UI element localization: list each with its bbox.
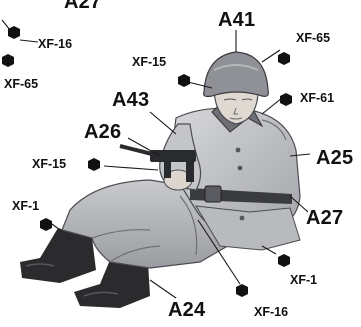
submachine-gun <box>119 144 196 182</box>
part-label-a27-top: A27 <box>64 0 102 13</box>
paint-marker <box>8 26 20 39</box>
paint-marker <box>236 284 248 297</box>
paint-code-xf65-right: XF-65 <box>296 31 331 45</box>
part-label-a24: A24 <box>168 299 206 321</box>
paint-marker <box>40 218 52 231</box>
leader-lines <box>1 19 311 299</box>
paint-marker <box>178 74 190 87</box>
paint-code-xf1-right: XF-1 <box>290 273 318 287</box>
paint-marker <box>278 52 290 65</box>
boots <box>20 228 150 308</box>
part-label-a26: A26 <box>84 121 122 143</box>
paint-code-xf1-left: XF-1 <box>12 199 40 213</box>
part-label-a25: A25 <box>316 147 354 169</box>
part-label-a27-belt: A27 <box>306 207 344 229</box>
paint-code-xf61: XF-61 <box>300 91 335 105</box>
paint-code-xf65-left: XF-65 <box>4 77 39 91</box>
paint-marker <box>278 254 290 267</box>
head <box>213 85 259 125</box>
torso-coat <box>173 103 301 251</box>
paint-code-xf15-helmet: XF-15 <box>132 55 167 69</box>
part-label-a41: A41 <box>218 9 256 31</box>
helmet <box>203 51 269 98</box>
paint-code-xf16-bottom: XF-16 <box>254 305 289 319</box>
paint-code-xf16-top: XF-16 <box>38 37 73 51</box>
paint-marker <box>280 93 292 106</box>
paint-marker <box>2 54 14 67</box>
part-label-a43: A43 <box>112 89 150 111</box>
paint-marker <box>88 158 100 171</box>
paint-code-xf15-gun: XF-15 <box>32 157 67 171</box>
paint-markers <box>2 26 292 297</box>
